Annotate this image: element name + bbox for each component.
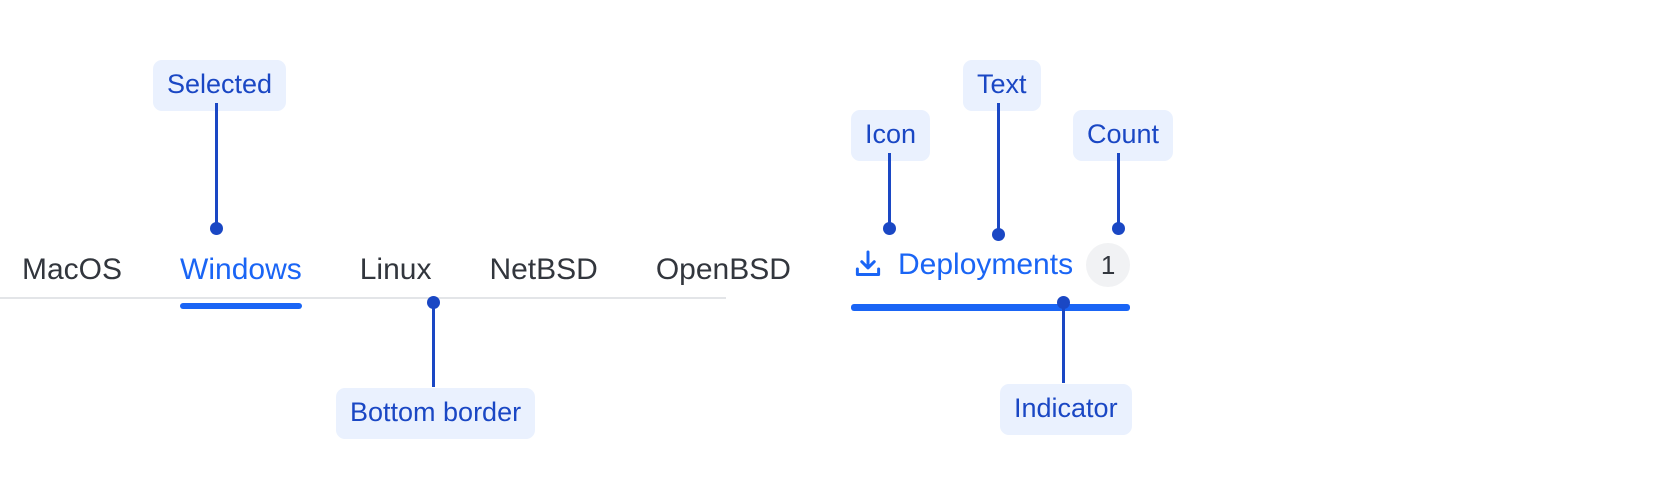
- tab-linux[interactable]: Linux: [360, 255, 432, 307]
- leader-dot-bottom-border: [427, 296, 440, 309]
- tab-netbsd-label: NetBSD: [489, 253, 598, 286]
- tab-openbsd[interactable]: OpenBSD: [656, 255, 791, 307]
- tab-windows-label: Windows: [180, 253, 302, 286]
- leader-dot-count: [1112, 222, 1125, 235]
- tabstrip-right: Deployments 1: [851, 243, 1131, 311]
- tab-netbsd[interactable]: NetBSD: [489, 255, 597, 307]
- tabstrip-left: MacOS Windows Linux NetBSD OpenBSD: [0, 243, 791, 309]
- tab-linux-label: Linux: [359, 253, 432, 286]
- tab-list-left: MacOS Windows Linux NetBSD OpenBSD: [22, 253, 791, 309]
- tab-deployments-count-badge: 1: [1086, 243, 1131, 287]
- tab-openbsd-label: OpenBSD: [655, 253, 791, 286]
- leader-dot-indicator: [1057, 296, 1070, 309]
- callout-text: Text: [963, 60, 1041, 111]
- leader-line-bottom-border: [432, 303, 435, 387]
- callout-icon: Icon: [851, 110, 931, 161]
- download-icon: [851, 247, 885, 284]
- callout-count: Count: [1073, 110, 1174, 161]
- tab-macos[interactable]: MacOS: [22, 255, 122, 307]
- callout-selected: Selected: [153, 60, 287, 111]
- tab-deployments-indicator: [851, 304, 1131, 311]
- tab-macos-label: MacOS: [22, 253, 123, 286]
- leader-line-selected: [215, 103, 218, 229]
- leader-dot-selected: [210, 222, 223, 235]
- leader-line-indicator: [1062, 303, 1065, 383]
- tab-windows[interactable]: Windows: [180, 253, 302, 309]
- leader-line-text: [997, 103, 1000, 234]
- leader-dot-icon: [883, 222, 896, 235]
- leader-line-count: [1117, 153, 1120, 229]
- leader-line-icon: [888, 153, 891, 229]
- callout-indicator: Indicator: [1000, 384, 1132, 435]
- callout-bottom-border: Bottom border: [336, 388, 536, 439]
- leader-dot-text: [992, 228, 1005, 241]
- tab-deployments[interactable]: Deployments 1: [851, 243, 1131, 311]
- tab-windows-indicator: [180, 303, 302, 309]
- tab-deployments-label: Deployments: [898, 248, 1074, 281]
